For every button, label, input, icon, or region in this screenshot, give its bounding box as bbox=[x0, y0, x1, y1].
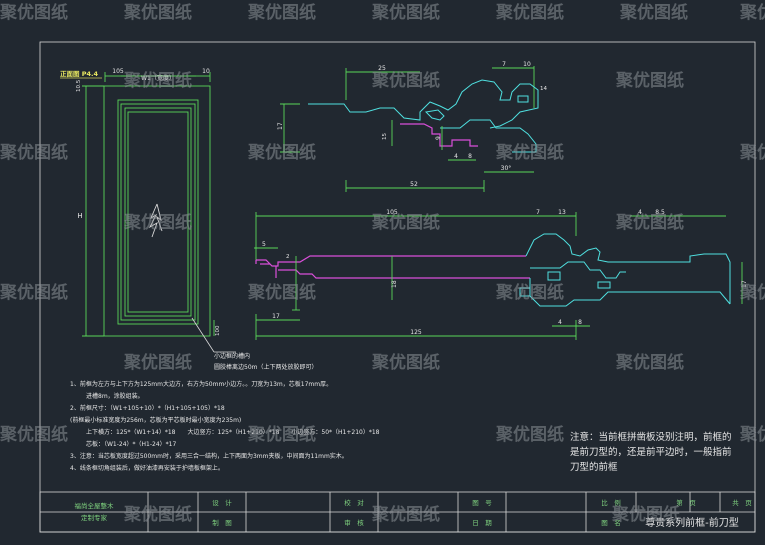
note-1: 1、前框为左方与上下方为125mm大边方，右方为50mm小边方。。刀宽为13m，… bbox=[70, 380, 332, 388]
watermark: 聚优图纸 bbox=[123, 212, 192, 233]
profile-bottom-d105: 105 bbox=[386, 209, 398, 216]
note-3: 3、注意：当芯板宽度超过500mm时，采用三合一结构，上下两面为3mm夹板，中间… bbox=[70, 452, 348, 460]
note-2c: 上下横方：125*（W1+14）*18 大边竖方：125*（H1+210）*18… bbox=[86, 428, 380, 436]
tb-total: 共 页 bbox=[732, 498, 752, 507]
profile-top-d10: 10 bbox=[523, 61, 531, 68]
watermark: 聚优图纸 bbox=[495, 424, 564, 445]
watermark: 聚优图纸 bbox=[123, 70, 192, 91]
tb-drawing: 制 图 bbox=[212, 518, 232, 527]
profile-bottom: 105 7 13 4 8.5 5 2 18 17 125 4 8 bbox=[254, 209, 748, 340]
company-line1: 福尚全屋整木 bbox=[75, 501, 115, 510]
profile-bottom-d17: 17 bbox=[272, 313, 280, 320]
tb-scale: 比 例 bbox=[601, 498, 621, 507]
remark-line2: 是前刀型的，还是前平边时，一般指前 bbox=[570, 446, 732, 458]
tb-review: 审 核 bbox=[344, 518, 364, 527]
door-leader-line1: 小边框的槽内 bbox=[214, 352, 250, 360]
watermark: 聚优图纸 bbox=[615, 352, 684, 373]
company-line2: 定制专家 bbox=[81, 513, 108, 522]
tb-page: 第 页 bbox=[676, 498, 696, 507]
watermark: 聚优图纸 bbox=[0, 142, 68, 163]
watermark: 聚优图纸 bbox=[495, 2, 564, 23]
drawing-title: 尊贵系列前框-前刀型 bbox=[645, 516, 739, 529]
watermark: 聚优图纸 bbox=[739, 2, 765, 23]
profile-top-d15: 15 bbox=[382, 133, 388, 140]
tb-name: 图 名 bbox=[601, 518, 621, 527]
profile-bottom-d8: 8 bbox=[578, 319, 582, 326]
watermark: 聚优图纸 bbox=[123, 2, 192, 23]
door-dim-bottom: 100 bbox=[215, 325, 221, 336]
watermark: 聚优图纸 bbox=[0, 2, 68, 23]
watermark: 聚优图纸 bbox=[739, 282, 765, 303]
profile-top-d7: 7 bbox=[502, 61, 506, 68]
profile-top-d8: 8 bbox=[468, 153, 472, 160]
profile-bottom-d125: 125 bbox=[410, 329, 422, 336]
remark-line1: 注意：当前框拼凿板没别注明，前框的 bbox=[570, 431, 732, 443]
profile-top-d14: 14 bbox=[540, 86, 547, 92]
watermark: 聚优图纸 bbox=[247, 142, 316, 163]
note-2d: 芯板：（W1-24）*（H1-24）*17 bbox=[86, 440, 176, 448]
watermark: 聚优图纸 bbox=[247, 2, 316, 23]
profile-top-d9: 9 bbox=[435, 136, 442, 140]
title-block: 福尚全屋整木 定制专家 设 计 制 图 校 对 审 核 图 号 日 期 比 例 … bbox=[39, 491, 756, 533]
watermark: 聚优图纸 bbox=[247, 282, 316, 303]
remark-box: 注意：当前框拼凿板没别注明，前框的 是前刀型的，还是前平边时，一般指前 刀型的前… bbox=[570, 431, 732, 473]
profile-bottom-d5: 5 bbox=[262, 241, 266, 248]
note-2: 2、前框尺寸：（W1+105+10）*（H1+105+105）*18 bbox=[70, 404, 225, 412]
profile-top-d17: 17 bbox=[277, 122, 284, 130]
watermark: 聚优图纸 bbox=[371, 352, 440, 373]
door-dim-top-right: 10 bbox=[202, 68, 210, 75]
profile-top-d30: 30° bbox=[501, 165, 512, 172]
door-dim-top-left: 105 bbox=[112, 68, 124, 75]
watermark: 聚优图纸 bbox=[0, 282, 68, 303]
notes: 1、前框为左方与上下方为125mm大边方，右方为50mm小边方。。刀宽为13m，… bbox=[70, 380, 380, 472]
profile-bottom-d7: 7 bbox=[536, 209, 540, 216]
profile-bottom-d13: 13 bbox=[558, 209, 566, 216]
watermark: 聚优图纸 bbox=[371, 70, 440, 91]
tb-check: 校 对 bbox=[344, 498, 364, 507]
profile-bottom-d2: 2 bbox=[286, 254, 290, 260]
door-dim-side-top: 10.5 bbox=[76, 79, 82, 92]
watermark: 聚优图纸 bbox=[615, 212, 684, 233]
watermark: 聚优图纸 bbox=[495, 142, 564, 163]
watermark: 聚优图纸 bbox=[123, 352, 192, 373]
tb-design: 设 计 bbox=[212, 498, 232, 507]
watermark: 聚优图纸 bbox=[247, 424, 316, 445]
profile-bottom-d85: 8.5 bbox=[655, 209, 665, 216]
tb-drawing-no: 图 号 bbox=[472, 499, 492, 507]
watermark: 聚优图纸 bbox=[739, 142, 765, 163]
profile-bottom-d18: 18 bbox=[391, 280, 398, 288]
profile-top-d52: 52 bbox=[410, 181, 418, 188]
watermark: 聚优图纸 bbox=[371, 504, 440, 525]
watermarks: 聚优图纸 聚优图纸 聚优图纸 聚优图纸 聚优图纸 聚优图纸 聚优图纸 聚优图纸 … bbox=[0, 2, 765, 525]
profile-top: 25 7 10 14 17 15 9 4 8 30° 52 bbox=[277, 61, 547, 192]
watermark: 聚优图纸 bbox=[0, 424, 68, 445]
watermark: 聚优图纸 bbox=[619, 2, 688, 23]
tb-date: 日 期 bbox=[472, 519, 492, 527]
profile-bottom-d4b: 4 bbox=[558, 319, 562, 326]
note-4: 4、线条框切角组装后，做好油漆再安装于护墙板框架上。 bbox=[70, 464, 224, 472]
watermark: 聚优图纸 bbox=[123, 504, 192, 525]
door-front-view: 正面图 P4.4 105 W1（宽度） 10 10.5 H 100 小边框的槽内… bbox=[60, 68, 317, 371]
profile-bottom-d17r: 17 bbox=[741, 280, 748, 288]
door-view-title: 正面图 P4.4 bbox=[60, 69, 99, 78]
watermark: 聚优图纸 bbox=[495, 282, 564, 303]
watermark: 聚优图纸 bbox=[371, 2, 440, 23]
watermark: 聚优图纸 bbox=[739, 424, 765, 445]
note-2b: (前框最小标准宽度为256m，芯板为平芯板时最小宽度为235m) bbox=[70, 416, 241, 424]
profile-top-d25: 25 bbox=[378, 65, 386, 72]
watermark: 聚优图纸 bbox=[615, 70, 684, 91]
remark-line3: 刀型的前框 bbox=[570, 461, 618, 473]
door-dim-width: W1（宽度） bbox=[141, 74, 175, 82]
profile-bottom-d4: 4 bbox=[638, 209, 642, 216]
profile-top-d4: 4 bbox=[454, 153, 458, 160]
watermark: 聚优图纸 bbox=[371, 212, 440, 233]
door-dim-height: H bbox=[77, 212, 82, 220]
watermark: 聚优图纸 bbox=[611, 504, 680, 525]
door-leader-line2: 圆胶棒离边50m（上下两处放胶即可） bbox=[214, 363, 317, 371]
note-1b: 进槽8m，涂胶组装。 bbox=[86, 392, 144, 400]
